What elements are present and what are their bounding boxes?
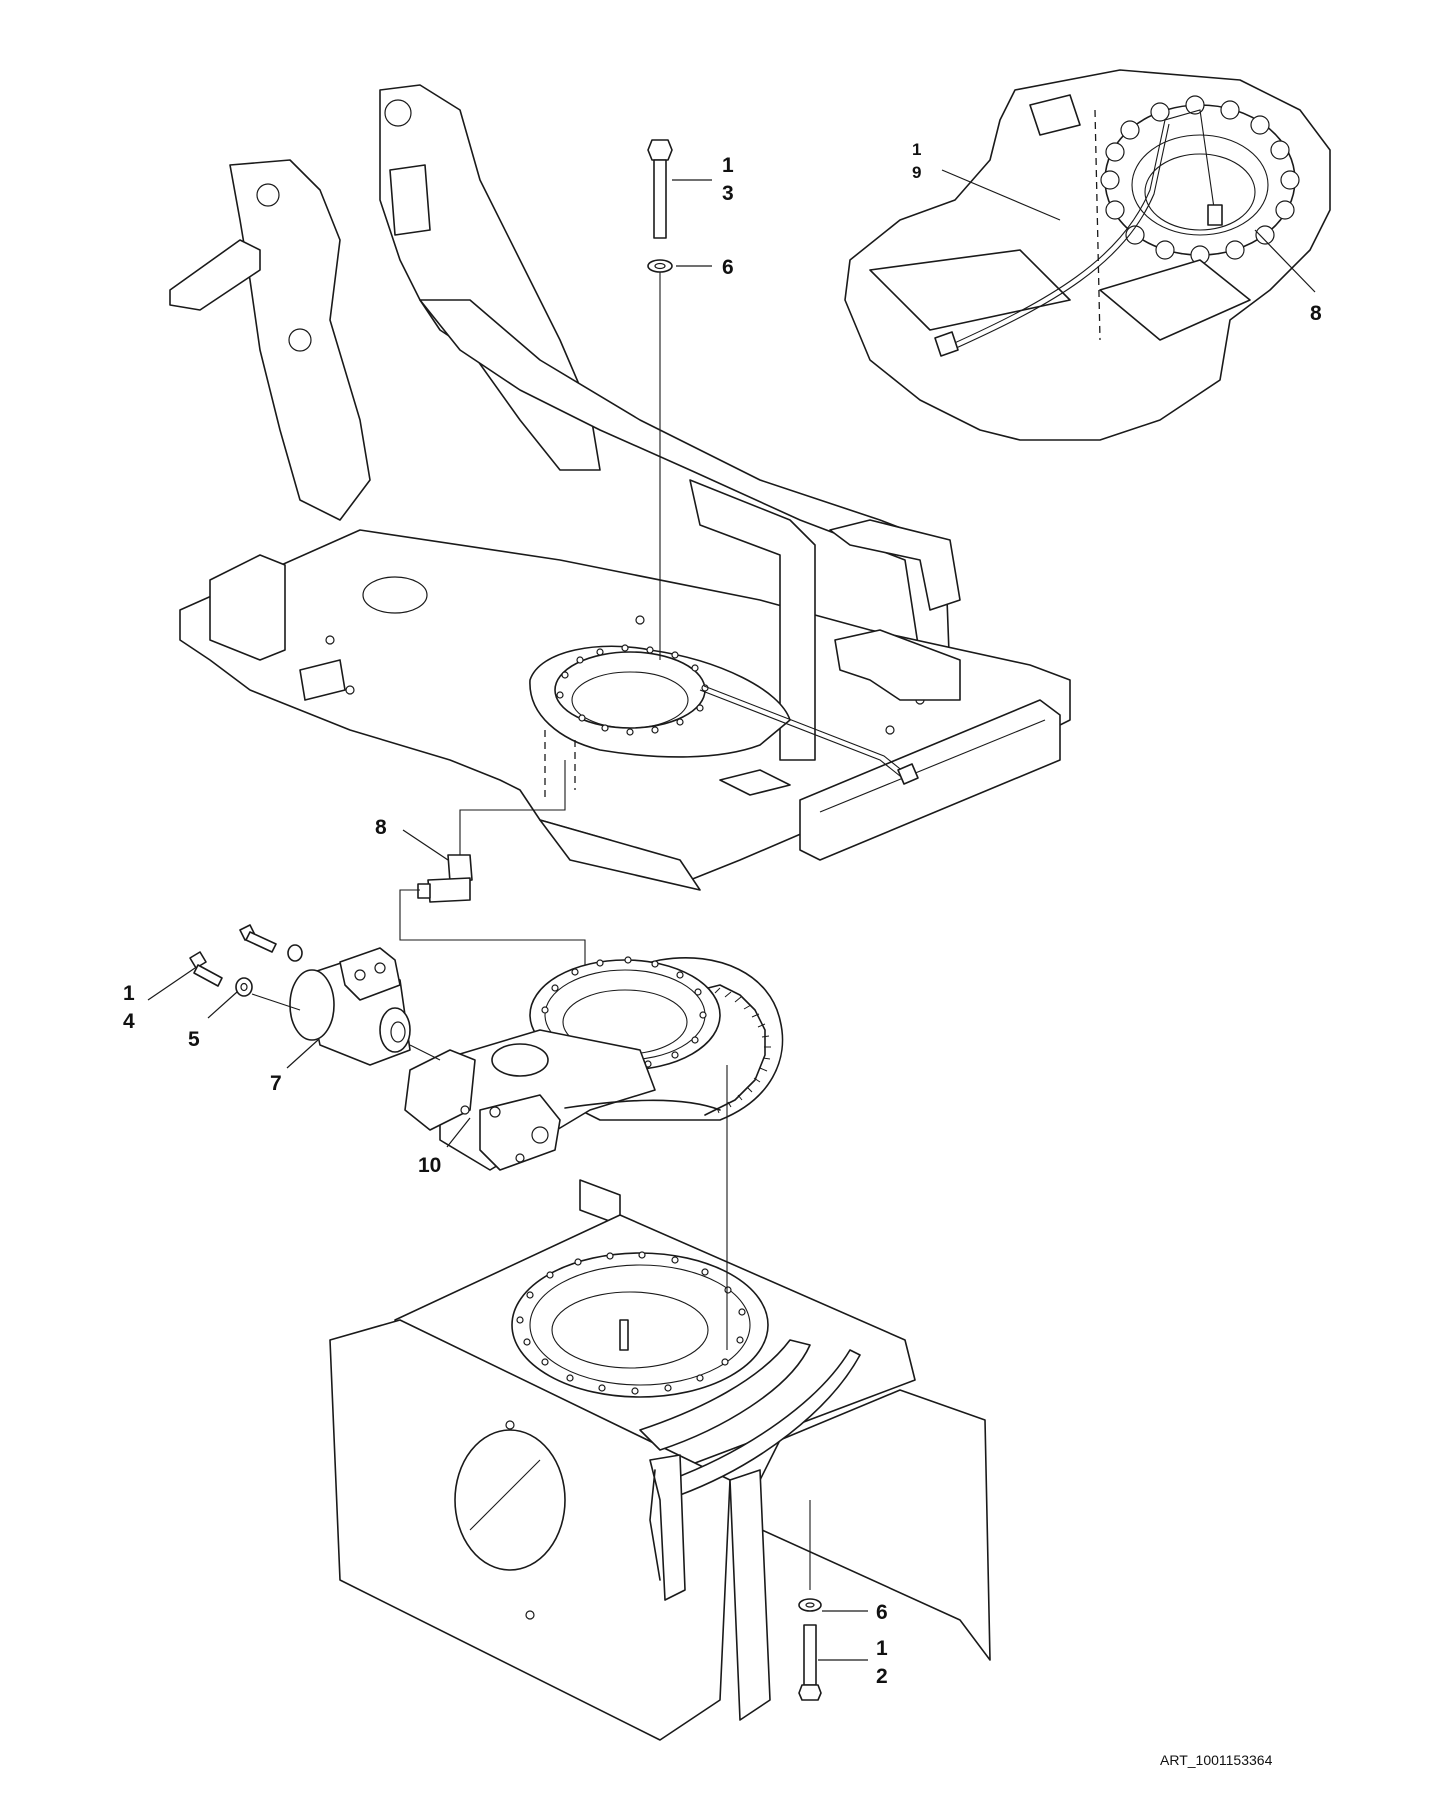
detail-inset <box>844 69 1331 441</box>
callout-6-top: 6 <box>722 256 734 279</box>
motor-assembly <box>189 924 441 1066</box>
callout-1-9-bottom: 9 <box>912 163 921 182</box>
detail-bolt-heads <box>1100 95 1300 265</box>
elbow-fitting <box>399 760 586 990</box>
callout-1-3-top: 1 <box>722 154 734 177</box>
callout-7: 7 <box>270 1072 282 1095</box>
leader-lines <box>147 169 1316 1661</box>
callout-labels: 1 3 6 1 9 8 8 1 4 5 7 10 6 1 2 ART_10011… <box>123 140 1322 1768</box>
base-carrier <box>329 1065 991 1741</box>
slew-drive <box>404 956 784 1171</box>
art-reference: ART_1001153364 <box>1160 1752 1273 1768</box>
callout-1-4-bottom: 4 <box>123 1010 135 1033</box>
callout-1-2-bottom: 2 <box>876 1665 888 1688</box>
callout-5: 5 <box>188 1028 200 1051</box>
callout-8-elbow: 8 <box>375 816 387 839</box>
callout-1-4-top: 1 <box>123 982 135 1005</box>
bottom-bolt-assembly <box>798 1500 822 1701</box>
upper-frame <box>169 84 1071 891</box>
callout-10: 10 <box>418 1154 441 1177</box>
callout-8-detail: 8 <box>1310 302 1322 325</box>
callout-1-3-bottom: 3 <box>722 182 734 205</box>
top-bolt-assembly <box>647 139 673 660</box>
base-ring-holes <box>516 1251 746 1395</box>
callout-6-bottom: 6 <box>876 1601 888 1624</box>
callout-1-9-top: 1 <box>912 140 921 159</box>
mount-bolt-holes <box>556 644 709 736</box>
callout-1-2-top: 1 <box>876 1637 888 1660</box>
